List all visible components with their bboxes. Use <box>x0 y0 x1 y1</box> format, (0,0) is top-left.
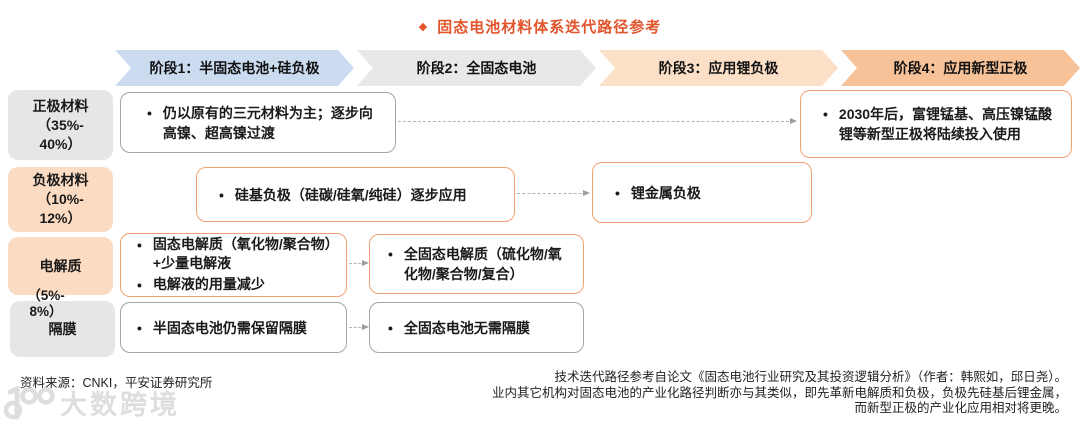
stage-2-arrow: 阶段2：全固态电池 <box>357 50 596 86</box>
stage-3-arrow: 阶段3：应用锂负极 <box>599 50 838 86</box>
box-text: 锂金属负极 <box>630 184 701 201</box>
figure-title-row: ◆ 固态电池材料体系迭代路径参考 <box>0 16 1080 37</box>
bullet-icon: • <box>219 186 224 203</box>
box-cathode-future: • 2030年后，富锂锰基、高压镍锰酸锂等新型正极将陆续投入使用 <box>800 90 1072 158</box>
technical-note: 技术迭代路径参考自论文《固态电池行业研究及其投资逻辑分析》（作者：韩熙如，邱日尧… <box>442 370 1067 417</box>
box-text: 硅基负极（硅碳/硅氧/纯硅）逐步应用 <box>234 186 467 203</box>
watermark: 大数跨境 <box>4 383 180 422</box>
dashed-arrow-electrolyte <box>349 259 369 266</box>
row-label-cathode-material: 正极材料 （35%- 40%） <box>8 90 113 160</box>
watermark-text: 大数跨境 <box>60 390 180 420</box>
bullet-item: • 锂金属负极 <box>615 183 801 203</box>
bullet-item: • 硅基负极（硅碳/硅氧/纯硅）逐步应用 <box>219 185 504 205</box>
box-text: 2030年后，富锂锰基、高压镍锰酸锂等新型正极将陆续投入使用 <box>838 106 1053 142</box>
box-cathode-current: • 仍以原有的三元材料为主；逐步向高镍、超高镍过渡 <box>120 92 396 153</box>
bullet-item: • 电解液的用量减少 <box>137 275 338 295</box>
bullet-icon: • <box>823 106 828 122</box>
row-label-electrolyte: 电解质 <box>8 237 113 295</box>
bullet-icon: • <box>615 184 620 201</box>
box-separator-all-solid: • 全固态电池无需隔膜 <box>369 302 584 353</box>
row-label-separator: 隔膜 <box>10 301 115 357</box>
bullet-item: • 全固态电池无需隔膜 <box>388 318 575 338</box>
bullet-item: • 仍以原有的三元材料为主；逐步向高镍、超高镍过渡 <box>147 103 383 143</box>
bullet-icon: • <box>388 246 393 262</box>
box-text: 全固态电池无需隔膜 <box>403 319 530 336</box>
stage-1-arrow: 阶段1：半固态电池+硅负极 <box>115 50 354 86</box>
box-text: 固态电解质（氧化物/聚合物）+少量电解液 <box>152 236 332 271</box>
technical-note-line: 而新型正极的产业化应用相对将更晚。 <box>854 401 1067 415</box>
bullet-icon: • <box>137 237 142 253</box>
box-anode-silicon: • 硅基负极（硅碳/硅氧/纯硅）逐步应用 <box>196 167 515 222</box>
box-text: 电解液的用量减少 <box>152 276 265 292</box>
stage-arrow-bar: 阶段1：半固态电池+硅负极 阶段2：全固态电池 阶段3：应用锂负极 阶段4：应用… <box>115 50 1080 86</box>
bullet-icon: • <box>388 319 393 336</box>
watermark-logo-icon <box>4 385 56 420</box>
box-text: 仍以原有的三元材料为主；逐步向高镍、超高镍过渡 <box>162 104 373 141</box>
box-separator-semi-solid: • 半固态电池仍需保留隔膜 <box>120 302 347 353</box>
diamond-bullet-icon: ◆ <box>418 21 428 33</box>
box-anode-lithium-metal: • 锂金属负极 <box>592 162 812 223</box>
bullet-item: • 全固态电解质（硫化物/氧化物/聚合物/复合） <box>388 244 575 284</box>
dashed-arrow-anode <box>517 189 590 196</box>
dashed-arrow-separator <box>349 323 369 330</box>
dashed-arrow-cathode <box>398 117 797 124</box>
bullet-icon: • <box>137 277 142 293</box>
source-note: 资料来源：CNKI，平安证券研究所 <box>20 376 213 390</box>
technical-note-line: 技术迭代路径参考自论文《固态电池行业研究及其投资逻辑分析》（作者：韩熙如，邱日尧… <box>554 370 1067 384</box>
box-electrolyte-all-solid: • 全固态电解质（硫化物/氧化物/聚合物/复合） <box>369 234 584 294</box>
bullet-item: • 半固态电池仍需保留隔膜 <box>137 318 338 338</box>
row-label-anode-material: 负极材料 （10%- 12%） <box>8 167 113 232</box>
stage-4-arrow: 阶段4：应用新型正极 <box>841 50 1080 86</box>
bullet-icon: • <box>147 104 152 121</box>
bullet-item: • 固态电解质（氧化物/聚合物）+少量电解液 <box>137 235 338 273</box>
box-text: 半固态电池仍需保留隔膜 <box>152 319 307 336</box>
box-text: 全固态电解质（硫化物/氧化物/聚合物/复合） <box>403 246 562 282</box>
bullet-item: • 2030年后，富锂锰基、高压镍锰酸锂等新型正极将陆续投入使用 <box>823 104 1061 144</box>
technical-note-line: 业内其它机构对固态电池的产业化路径判断亦与其类似，即先革新电解质和负极，负极先硅… <box>491 385 1067 400</box>
figure-title: 固态电池材料体系迭代路径参考 <box>437 19 662 36</box>
box-electrolyte-semi-solid: • 固态电解质（氧化物/聚合物）+少量电解液 • 电解液的用量减少 <box>120 233 347 297</box>
separator-percentage-label: （5%- 8%） <box>27 288 65 319</box>
bullet-icon: • <box>137 319 142 336</box>
